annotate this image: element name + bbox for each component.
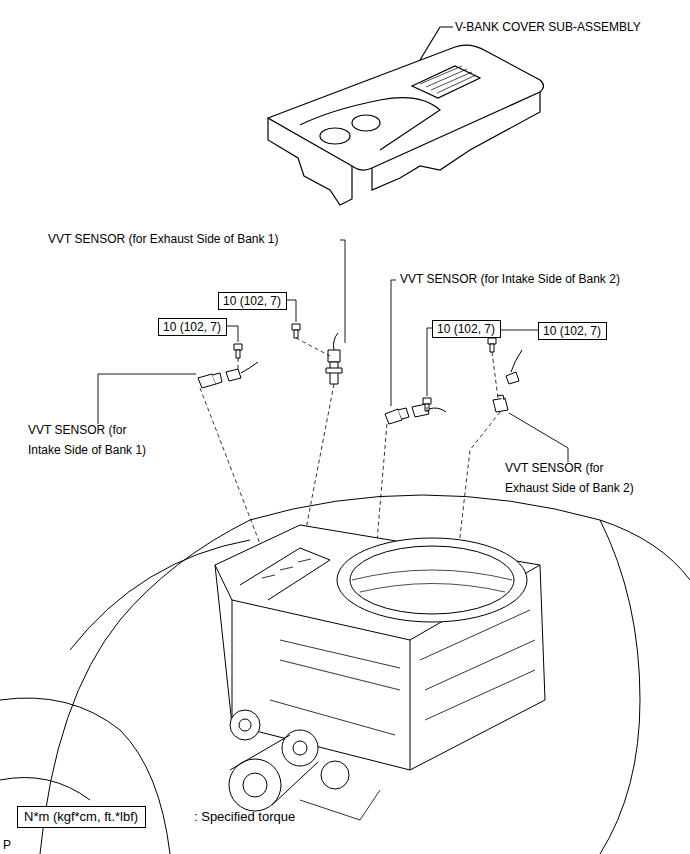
v-bank-cover-part xyxy=(420,27,453,60)
engine-bay-part xyxy=(230,735,318,805)
engine-bay-part xyxy=(215,525,545,770)
v-bank-cover-part xyxy=(268,118,352,205)
engine-bay-part xyxy=(239,719,251,731)
legend-note: : Specified torque xyxy=(194,809,295,824)
engine-bay-part xyxy=(0,698,170,854)
torque-value: 10 (102, 7) xyxy=(543,324,601,338)
vvt-sensors-part xyxy=(398,408,409,419)
engine-bay-part xyxy=(262,559,311,578)
torque-box: 10 (102, 7) xyxy=(538,322,607,340)
leader-lines-part xyxy=(391,280,396,406)
leader-lines-part xyxy=(98,374,196,424)
engine-bay xyxy=(0,495,690,854)
engine-bay-part xyxy=(350,546,514,614)
engine-bay-part xyxy=(420,610,535,720)
vvt-sensors xyxy=(198,324,522,424)
vvt-sensors-part xyxy=(429,408,446,412)
engine-bay-part xyxy=(321,761,349,789)
engine-bay-part xyxy=(293,741,307,755)
install-lines-part xyxy=(427,404,428,411)
install-lines-part xyxy=(296,338,330,356)
leader-lines-part xyxy=(427,328,432,396)
engine-bay-part xyxy=(240,548,330,600)
part-name: VVT SENSOR (for Intake Side of Bank 1) xyxy=(28,420,156,460)
v-bank-cover-part xyxy=(320,128,350,144)
engine-bay-part xyxy=(232,600,410,770)
leader-lines-part xyxy=(286,300,296,322)
torque-value: 10 (102, 7) xyxy=(223,294,281,308)
vvt-sensors-part xyxy=(326,368,342,373)
v-bank-cover-part xyxy=(352,115,380,131)
unit-text: N*m (kgf*cm, ft.*lbf) xyxy=(24,809,138,825)
vvt-sensors-part xyxy=(488,338,496,344)
vvt-sensors-part xyxy=(511,350,522,372)
vvt-sensors-part xyxy=(234,344,242,350)
vvt-sensors-part xyxy=(506,372,519,384)
part-name: VVT SENSOR (for Exhaust Side of Bank 2) xyxy=(505,458,641,498)
vvt-sensors-part xyxy=(236,350,240,358)
torque-box: 10 (102, 7) xyxy=(432,320,501,338)
unit-box: N*m (kgf*cm, ft.*lbf) xyxy=(17,806,146,828)
vvt-sensors-part xyxy=(412,404,429,417)
v-bank-cover xyxy=(268,27,544,205)
leader-lines-part xyxy=(226,326,238,342)
install-lines-part xyxy=(238,358,239,372)
vvt-sensors-part xyxy=(292,324,300,330)
vvt-sensors-part xyxy=(423,398,431,404)
part-name: VVT SENSOR (for Intake Side of Bank 2) xyxy=(400,272,620,287)
engine-bay-part xyxy=(300,790,380,820)
vvt-sensors-part xyxy=(294,330,298,338)
v-bank-cover-part xyxy=(412,66,480,98)
v-bank-cover-part xyxy=(268,45,544,170)
engine-bay-part xyxy=(360,584,505,593)
vvt-sensors-part xyxy=(334,333,339,350)
vvt-sensors-part xyxy=(241,362,258,373)
engine-bay-part xyxy=(270,640,400,735)
engine-bay-part xyxy=(230,710,260,740)
figure-code: P xyxy=(3,838,11,853)
torque-box: 10 (102, 7) xyxy=(218,292,287,310)
torque-value: 10 (102, 7) xyxy=(163,320,221,334)
leader-lines-part xyxy=(509,413,568,462)
engine-bay-part xyxy=(243,773,267,797)
v-bank-cover-part xyxy=(300,98,440,150)
vvt-sensors-part xyxy=(493,398,508,412)
part-name: V-BANK COVER SUB-ASSEMBLY xyxy=(455,20,641,35)
torque-value: 10 (102, 7) xyxy=(437,322,495,336)
v-bank-cover-part xyxy=(420,66,476,93)
engine-bay-part xyxy=(600,520,640,854)
v-bank-cover-part xyxy=(372,92,540,190)
install-lines-part xyxy=(492,352,498,398)
vvt-sensors-part xyxy=(490,344,494,352)
vvt-sensors-part xyxy=(226,369,241,381)
part-name: VVT SENSOR (for Exhaust Side of Bank 1) xyxy=(48,232,279,247)
engine-bay-part xyxy=(0,778,90,801)
vvt-sensors-part xyxy=(212,373,222,384)
torque-box: 10 (102, 7) xyxy=(158,318,227,336)
leader-lines-part xyxy=(340,240,345,343)
vvt-sensors-part xyxy=(425,404,429,411)
engine-bay-part xyxy=(282,730,318,766)
engine-bay-part xyxy=(352,570,512,580)
engine-bay-part xyxy=(337,538,527,622)
